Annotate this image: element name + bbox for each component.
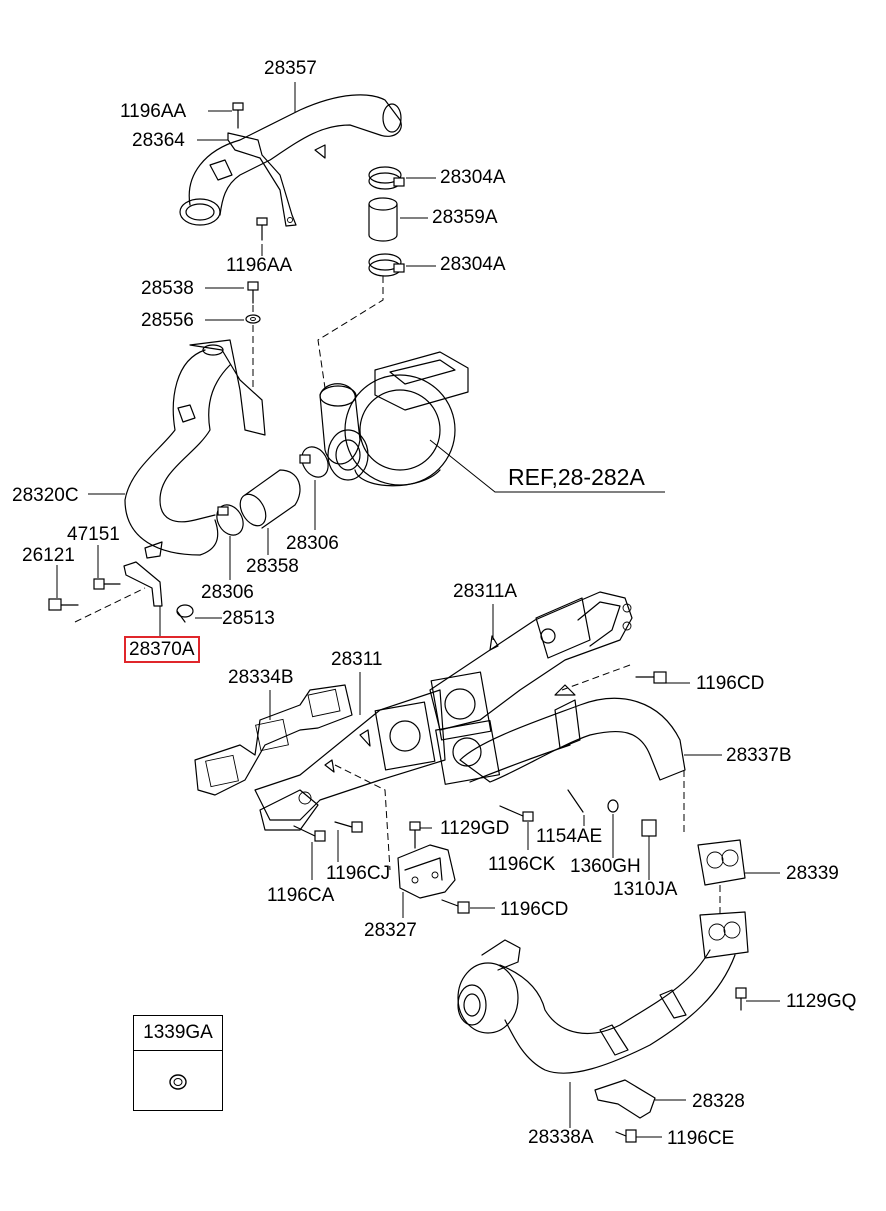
label-28304A-bottom[interactable]: 28304A bbox=[440, 254, 506, 275]
label-1196CD-top[interactable]: 1196CD bbox=[696, 673, 765, 694]
label-1310JA[interactable]: 1310JA bbox=[613, 879, 678, 900]
bolt-26121 bbox=[48, 598, 79, 611]
bolt-1196CA bbox=[293, 825, 326, 842]
label-28306-left[interactable]: 28306 bbox=[201, 582, 254, 603]
bolt-47151 bbox=[93, 578, 121, 590]
intake-pipe-28357 bbox=[179, 94, 402, 226]
label-28538[interactable]: 28538 bbox=[141, 278, 194, 299]
label-28339[interactable]: 28339 bbox=[786, 863, 839, 884]
bolt-1196CD-top bbox=[635, 671, 667, 684]
label-1196AA-mid[interactable]: 1196AA bbox=[226, 255, 293, 276]
spacer-28513 bbox=[176, 604, 194, 623]
bolt-1196AA-mid bbox=[256, 217, 268, 241]
label-28338A[interactable]: 28338A bbox=[528, 1127, 594, 1148]
bolt-1196CE bbox=[615, 1129, 637, 1143]
bolt-28538 bbox=[247, 281, 259, 304]
bolt-1196CD-bottom bbox=[441, 899, 470, 914]
label-28328[interactable]: 28328 bbox=[692, 1091, 745, 1112]
label-1129GQ[interactable]: 1129GQ bbox=[786, 991, 857, 1012]
bolt-1196CJ bbox=[334, 821, 363, 833]
label-28306-right[interactable]: 28306 bbox=[286, 533, 339, 554]
label-1360GH[interactable]: 1360GH bbox=[570, 856, 641, 877]
clamp-28304A-top bbox=[368, 166, 405, 190]
label-1196CD-bottom[interactable]: 1196CD bbox=[500, 899, 569, 920]
manifold-28311 bbox=[254, 689, 446, 831]
label-1129GD[interactable]: 1129GD bbox=[440, 818, 510, 839]
bolt-1196CK bbox=[499, 805, 534, 822]
label-28359A[interactable]: 28359A bbox=[432, 207, 498, 228]
gasket-28334B bbox=[194, 684, 353, 796]
label-28327[interactable]: 28327 bbox=[364, 920, 417, 941]
label-47151[interactable]: 47151 bbox=[67, 524, 120, 545]
leader-lines bbox=[56, 82, 780, 1138]
label-28334B[interactable]: 28334B bbox=[228, 667, 294, 688]
bolt-1129GQ bbox=[735, 987, 747, 1011]
label-28358[interactable]: 28358 bbox=[246, 556, 299, 577]
label-28370A-highlighted[interactable]: 28370A bbox=[124, 636, 200, 663]
label-28556[interactable]: 28556 bbox=[141, 310, 194, 331]
label-1196AA-top[interactable]: 1196AA bbox=[120, 101, 187, 122]
plug-icon bbox=[169, 1074, 187, 1090]
label-28320C[interactable]: 28320C bbox=[12, 485, 79, 506]
bracket-28364 bbox=[227, 132, 297, 227]
bracket-28370A bbox=[123, 541, 163, 607]
label-ref[interactable]: REF,28-282A bbox=[508, 464, 645, 490]
label-28304A-top[interactable]: 28304A bbox=[440, 167, 506, 188]
label-1196CK[interactable]: 1196CK bbox=[488, 854, 556, 875]
label-28311[interactable]: 28311 bbox=[331, 649, 383, 670]
clamp-28304A-bottom bbox=[368, 253, 405, 277]
nut-1310JA bbox=[641, 819, 657, 837]
pipe-28337B bbox=[435, 684, 686, 785]
label-1196CJ[interactable]: 1196CJ bbox=[326, 863, 391, 884]
bolt-1196AA-top bbox=[232, 102, 244, 129]
nut-1360GH bbox=[607, 799, 619, 813]
label-28513[interactable]: 28513 bbox=[222, 608, 275, 629]
bracket-28328 bbox=[594, 1079, 656, 1119]
legend-box-1339GA[interactable]: 1339GA bbox=[133, 1015, 223, 1111]
gasket-28339 bbox=[697, 839, 746, 886]
label-1196CE[interactable]: 1196CE bbox=[667, 1128, 735, 1149]
label-1196CA[interactable]: 1196CA bbox=[267, 885, 335, 906]
label-28337B[interactable]: 28337B bbox=[726, 745, 792, 766]
manifold-28311A bbox=[429, 591, 633, 741]
hose-28359A bbox=[368, 197, 398, 242]
label-28357[interactable]: 28357 bbox=[264, 58, 317, 79]
label-1154AE[interactable]: 1154AE bbox=[536, 826, 603, 847]
bracket-28327 bbox=[397, 844, 456, 899]
pipe-28338A bbox=[457, 911, 749, 1074]
bolt-1129GD bbox=[409, 821, 421, 849]
legend-box-title: 1339GA bbox=[134, 1016, 222, 1051]
label-26121[interactable]: 26121 bbox=[22, 545, 75, 566]
stud-1154AE bbox=[567, 789, 584, 813]
clamp-28306-right bbox=[299, 446, 329, 478]
hose-28320C bbox=[124, 339, 266, 556]
label-28364[interactable]: 28364 bbox=[132, 130, 185, 151]
clamp-28306-left bbox=[216, 504, 244, 536]
hose-28358 bbox=[239, 469, 301, 529]
turbocharger-ref bbox=[319, 351, 665, 493]
label-28311A[interactable]: 28311A bbox=[453, 581, 518, 602]
washer-28556 bbox=[245, 314, 261, 324]
